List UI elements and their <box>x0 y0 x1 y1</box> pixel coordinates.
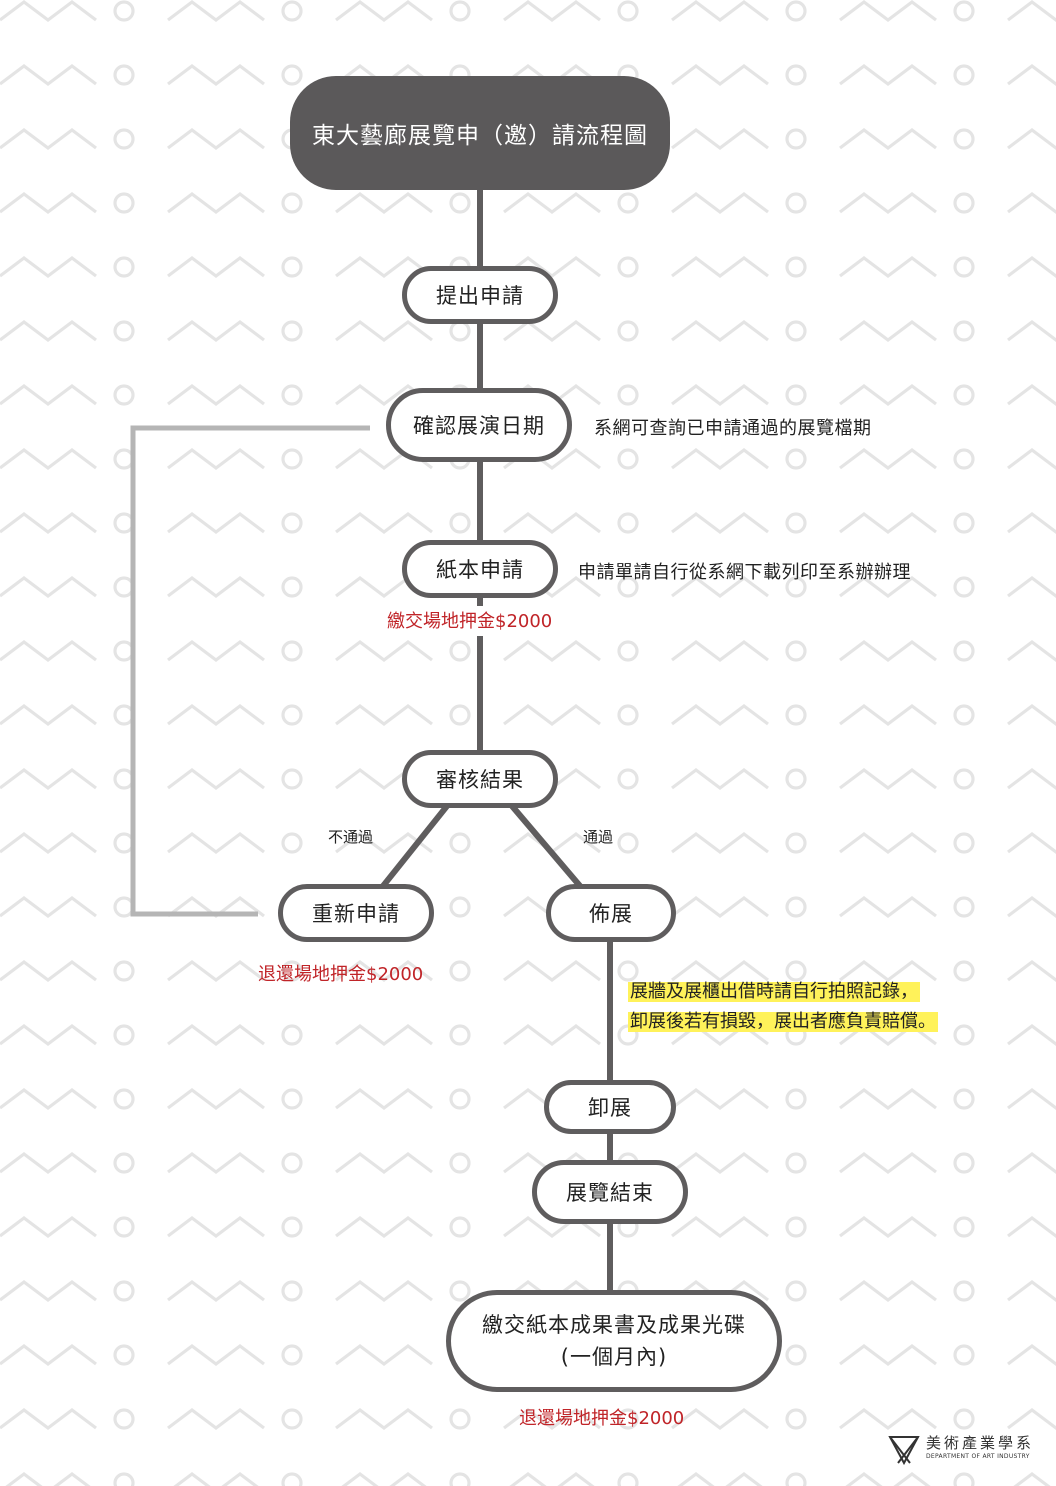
node-submit-results: 繳交紙本成果書及成果光碟 (一個月內) <box>446 1290 782 1392</box>
text-refund-deposit-final: 退還場地押金$2000 <box>519 1408 685 1429</box>
logo-name-chinese: 美術產業學系 <box>926 1434 1035 1452</box>
node-confirm-exhibition-date: 確認展演日期 <box>386 388 572 462</box>
highlight-note-line1: 展牆及展櫃出借時請自行拍照記錄， <box>628 981 920 1002</box>
node-submit-application: 提出申請 <box>402 266 558 324</box>
final-line-2: (一個月內) <box>560 1345 668 1369</box>
node-review-result: 審核結果 <box>402 750 558 808</box>
final-line-1: 繳交紙本成果書及成果光碟 <box>482 1313 746 1337</box>
department-logo: 美術產業學系 DEPARTMENT OF ART INDUSTRY <box>888 1432 1038 1466</box>
highlight-note-line2: 卸展後若有損毀，展出者應負責賠償。 <box>628 1011 938 1032</box>
branch-label-fail: 不通過 <box>328 828 374 846</box>
department-logo-icon <box>888 1436 920 1465</box>
node-uninstall-exhibition: 卸展 <box>544 1080 676 1134</box>
node-reapply: 重新申請 <box>278 884 434 942</box>
connector-review-reapply <box>380 804 450 888</box>
branch-label-pass: 通過 <box>583 828 614 846</box>
node-install-exhibition: 佈展 <box>546 884 676 942</box>
note-download-form: 申請單請自行從系網下載列印至系辦辦理 <box>578 562 911 583</box>
reapply-loop-line <box>130 425 370 917</box>
flowchart-title: 東大藝廊展覽申（邀）請流程圖 <box>290 76 670 190</box>
node-exhibition-end: 展覽結束 <box>532 1160 688 1224</box>
node-paper-application: 紙本申請 <box>402 540 558 598</box>
connector-review-install <box>509 804 583 888</box>
logo-name-english: DEPARTMENT OF ART INDUSTRY <box>926 1453 1030 1460</box>
text-refund-deposit-reapply: 退還場地押金$2000 <box>258 964 424 985</box>
note-check-schedule: 系網可查詢已申請通過的展覽檔期 <box>594 418 872 439</box>
text-pay-deposit: 繳交場地押金$2000 <box>387 611 553 632</box>
